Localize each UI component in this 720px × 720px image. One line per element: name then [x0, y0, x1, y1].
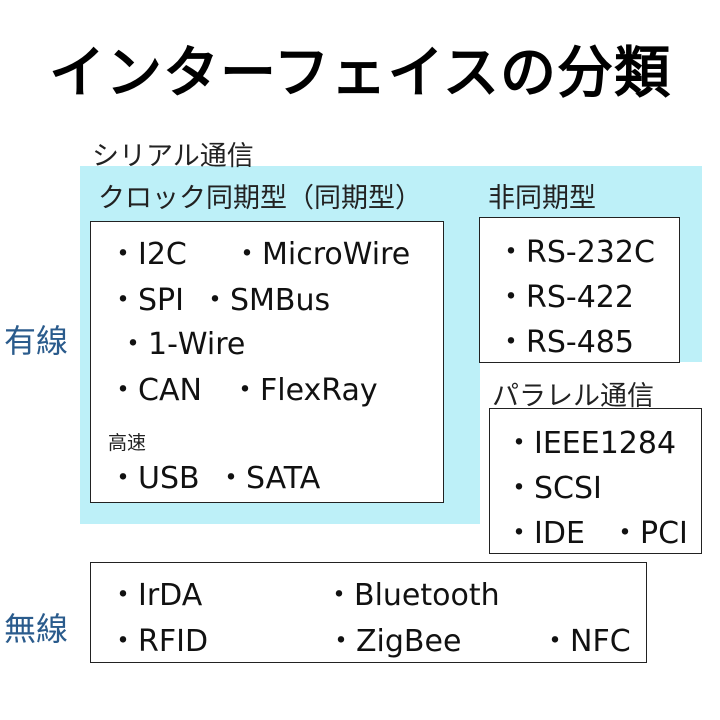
item-ide: ・IDE: [504, 516, 585, 551]
sync-label: クロック同期型（同期型）: [98, 183, 422, 214]
async-box: [479, 217, 680, 363]
sync-box: [90, 221, 444, 503]
page-title: インターフェイスの分類: [49, 41, 671, 106]
item-usb: ・USB: [108, 461, 200, 496]
item-pci: ・PCI: [610, 516, 688, 551]
item-scsi: ・SCSI: [504, 471, 602, 506]
parallel-label: パラレル通信: [492, 381, 654, 412]
serial-label: シリアル通信: [92, 141, 254, 172]
item-1wire: ・1-Wire: [118, 327, 246, 362]
wireless-label: 無線: [4, 610, 69, 648]
item-rs422: ・RS-422: [496, 280, 634, 315]
item-smbus: ・SMBus: [200, 283, 331, 318]
wired-label: 有線: [4, 322, 69, 360]
item-ieee1284: ・IEEE1284: [504, 426, 677, 461]
item-spi: ・SPI: [108, 283, 184, 318]
item-rs232c: ・RS-232C: [496, 235, 655, 270]
item-nfc: ・NFC: [540, 624, 631, 659]
item-zigbee: ・ZigBee: [326, 624, 462, 659]
parallel-box: [489, 408, 702, 554]
item-i2c: ・I2C: [108, 237, 187, 272]
item-sata: ・SATA: [216, 461, 321, 496]
wireless-box: [90, 562, 647, 663]
item-rs485: ・RS-485: [496, 325, 634, 360]
item-bluetooth: ・Bluetooth: [324, 578, 500, 613]
item-irda: ・IrDA: [108, 578, 203, 613]
item-flexray: ・FlexRay: [230, 373, 378, 408]
async-label: 非同期型: [488, 183, 596, 214]
item-rfid: ・RFID: [108, 624, 209, 659]
highspeed-label: 高速: [108, 432, 147, 454]
item-can: ・CAN: [108, 373, 202, 408]
item-microwire: ・MicroWire: [232, 237, 411, 272]
